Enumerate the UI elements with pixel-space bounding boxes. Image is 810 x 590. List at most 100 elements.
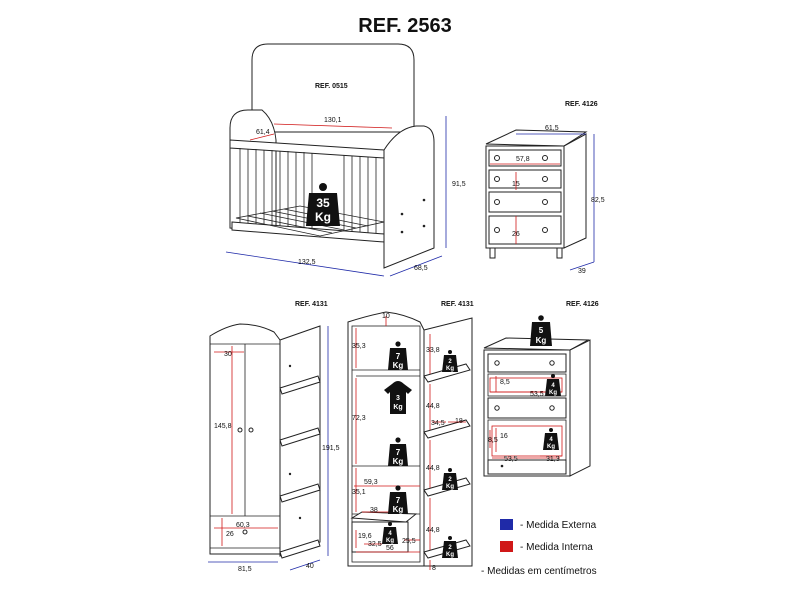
svg-text:Kg: Kg [549,390,557,396]
crib-length: 132,5 [298,259,316,266]
wo-top: 10 [382,313,390,320]
dresser-drawer1-weight-icon: 4 Kg [545,374,561,396]
drawer-height: 26 [226,531,234,538]
dresser-knobs [494,155,548,233]
dresser-inner-width: 57,8 [516,156,530,163]
svg-text:Kg: Kg [536,336,547,345]
crib-weight-icon: 35 Kg [306,183,340,226]
weight-low-icon: 7 Kg [388,485,408,514]
wo-side1: 33,8 [426,347,440,354]
wo-side-width: 18 [455,418,463,425]
crib-inner-length-line [273,123,393,129]
side-shelf-3 [279,483,321,503]
svg-text:Kg: Kg [393,404,402,411]
wardrobe-closed-drawing: REF. 4131 30 145,8 191,5 60,3 26 81,5 40 [208,301,340,573]
door-width: 30 [224,351,232,358]
wardrobe-drawer-knob [242,529,248,535]
door-height: 145,8 [214,423,232,430]
svg-text:Kg: Kg [547,444,555,450]
dresser-height: 82,5 [591,197,605,204]
legend-external-label: - Medida Externa [520,520,597,531]
svg-text:4: 4 [549,437,553,443]
wardrobe-depth: 40 [306,563,314,570]
dresser-drawer-1 [488,149,562,167]
weight-mid-icon: 7 Kg [388,437,408,466]
dresser-drawer-small: 15 [512,181,520,188]
dresser-depth-line [569,261,595,271]
svg-text:Kg: Kg [446,552,454,558]
wo-shelf1: 35,3 [352,343,366,350]
crib-depth: 68,5 [414,265,428,272]
svg-text:Kg: Kg [315,210,331,224]
weight-side3-icon: 2 Kg [442,536,458,558]
crib-slats [239,148,377,233]
crib-depth-line [389,255,443,277]
crib-headboard [251,43,415,133]
dresser-drawer2-weight-icon: 4 Kg [543,428,559,450]
legend: - Medida Externa - Medida Interna - Medi… [481,519,597,577]
weight-side2-icon: 2 Kg [442,468,458,490]
wardrobe-open-ref: REF. 4131 [441,301,474,308]
wardrobe-closed-ref: REF. 4131 [295,301,328,308]
wo-inner-width: 59,3 [364,479,378,486]
svg-text:3: 3 [396,395,400,402]
dresser-foot-right [556,247,563,259]
wardrobe-knob-right [248,427,254,433]
do-d-d: 31,3 [546,456,560,463]
dresser-side [563,133,587,249]
wo-d2: 25,5 [402,538,416,545]
weight-drawer-icon: 4 Kg [382,522,398,544]
wo-d3: 32,5 [368,541,382,548]
svg-text:7: 7 [396,496,401,505]
crib-length-line [225,251,385,277]
wardrobe-open-drawer-top [350,511,418,523]
dresser-open-side [569,339,591,477]
dresser-top-weight-icon: 5 Kg [530,315,552,346]
legend-units-note: - Medidas em centímetros [481,566,597,577]
wo-drawer-depth: 38 [370,507,378,514]
dresser-open-ref: REF. 4126 [566,301,599,308]
dresser-drawer-large: 26 [512,231,520,238]
do-d-c: 53,5 [504,456,518,463]
svg-text:Kg: Kg [393,361,404,370]
svg-text:Kg: Kg [393,457,404,466]
weight-hanger-icon: 3 Kg [384,381,412,414]
dresser-drawer-2 [488,169,562,189]
crib-inner-length: 130,1 [324,117,342,124]
page-title: REF. 2563 [358,15,451,37]
wardrobe-open-drawing: REF. 4131 10 35,3 33,8 72,3 44,8 34,5 18… [347,301,474,572]
legend-internal-swatch [500,541,513,552]
dresser-drawer-3 [488,191,562,213]
svg-text:5: 5 [539,326,544,335]
svg-text:35: 35 [316,196,330,210]
legend-internal-label: - Medida Interna [520,542,593,553]
wardrobe-depth-line [289,559,321,571]
wo-side-depth: 34,5 [431,420,445,427]
dresser-foot-left [489,247,496,259]
do-drawer-h: 8,5 [500,379,510,386]
dresser-width: 61,5 [545,125,559,132]
wo-side2: 44,8 [426,403,440,410]
side-shelf-2 [279,427,321,447]
wo-side3: 44,8 [426,465,440,472]
wardrobe-width: 81,5 [238,566,252,573]
crib-screws [400,198,426,234]
svg-text:Kg: Kg [446,484,454,490]
do-drawer-w: 53,5 [530,391,544,398]
weight-side1-icon: 2 Kg [442,350,458,372]
wo-hang: 72,3 [352,415,366,422]
svg-text:2: 2 [448,477,452,483]
svg-text:4: 4 [388,531,392,537]
do-d-a: 16 [500,433,508,440]
dresser-depth: 39 [578,268,586,275]
wo-foot: 8 [432,565,436,572]
svg-text:Kg: Kg [393,505,404,514]
dresser-ref: REF. 4126 [565,101,598,108]
dresser-drawer-4 [488,215,562,245]
svg-text:2: 2 [448,545,452,551]
svg-text:7: 7 [396,448,401,457]
crib-ref: REF. 0515 [315,83,348,90]
crib-right-panel [383,125,435,269]
side-shelf-4 [279,539,321,559]
